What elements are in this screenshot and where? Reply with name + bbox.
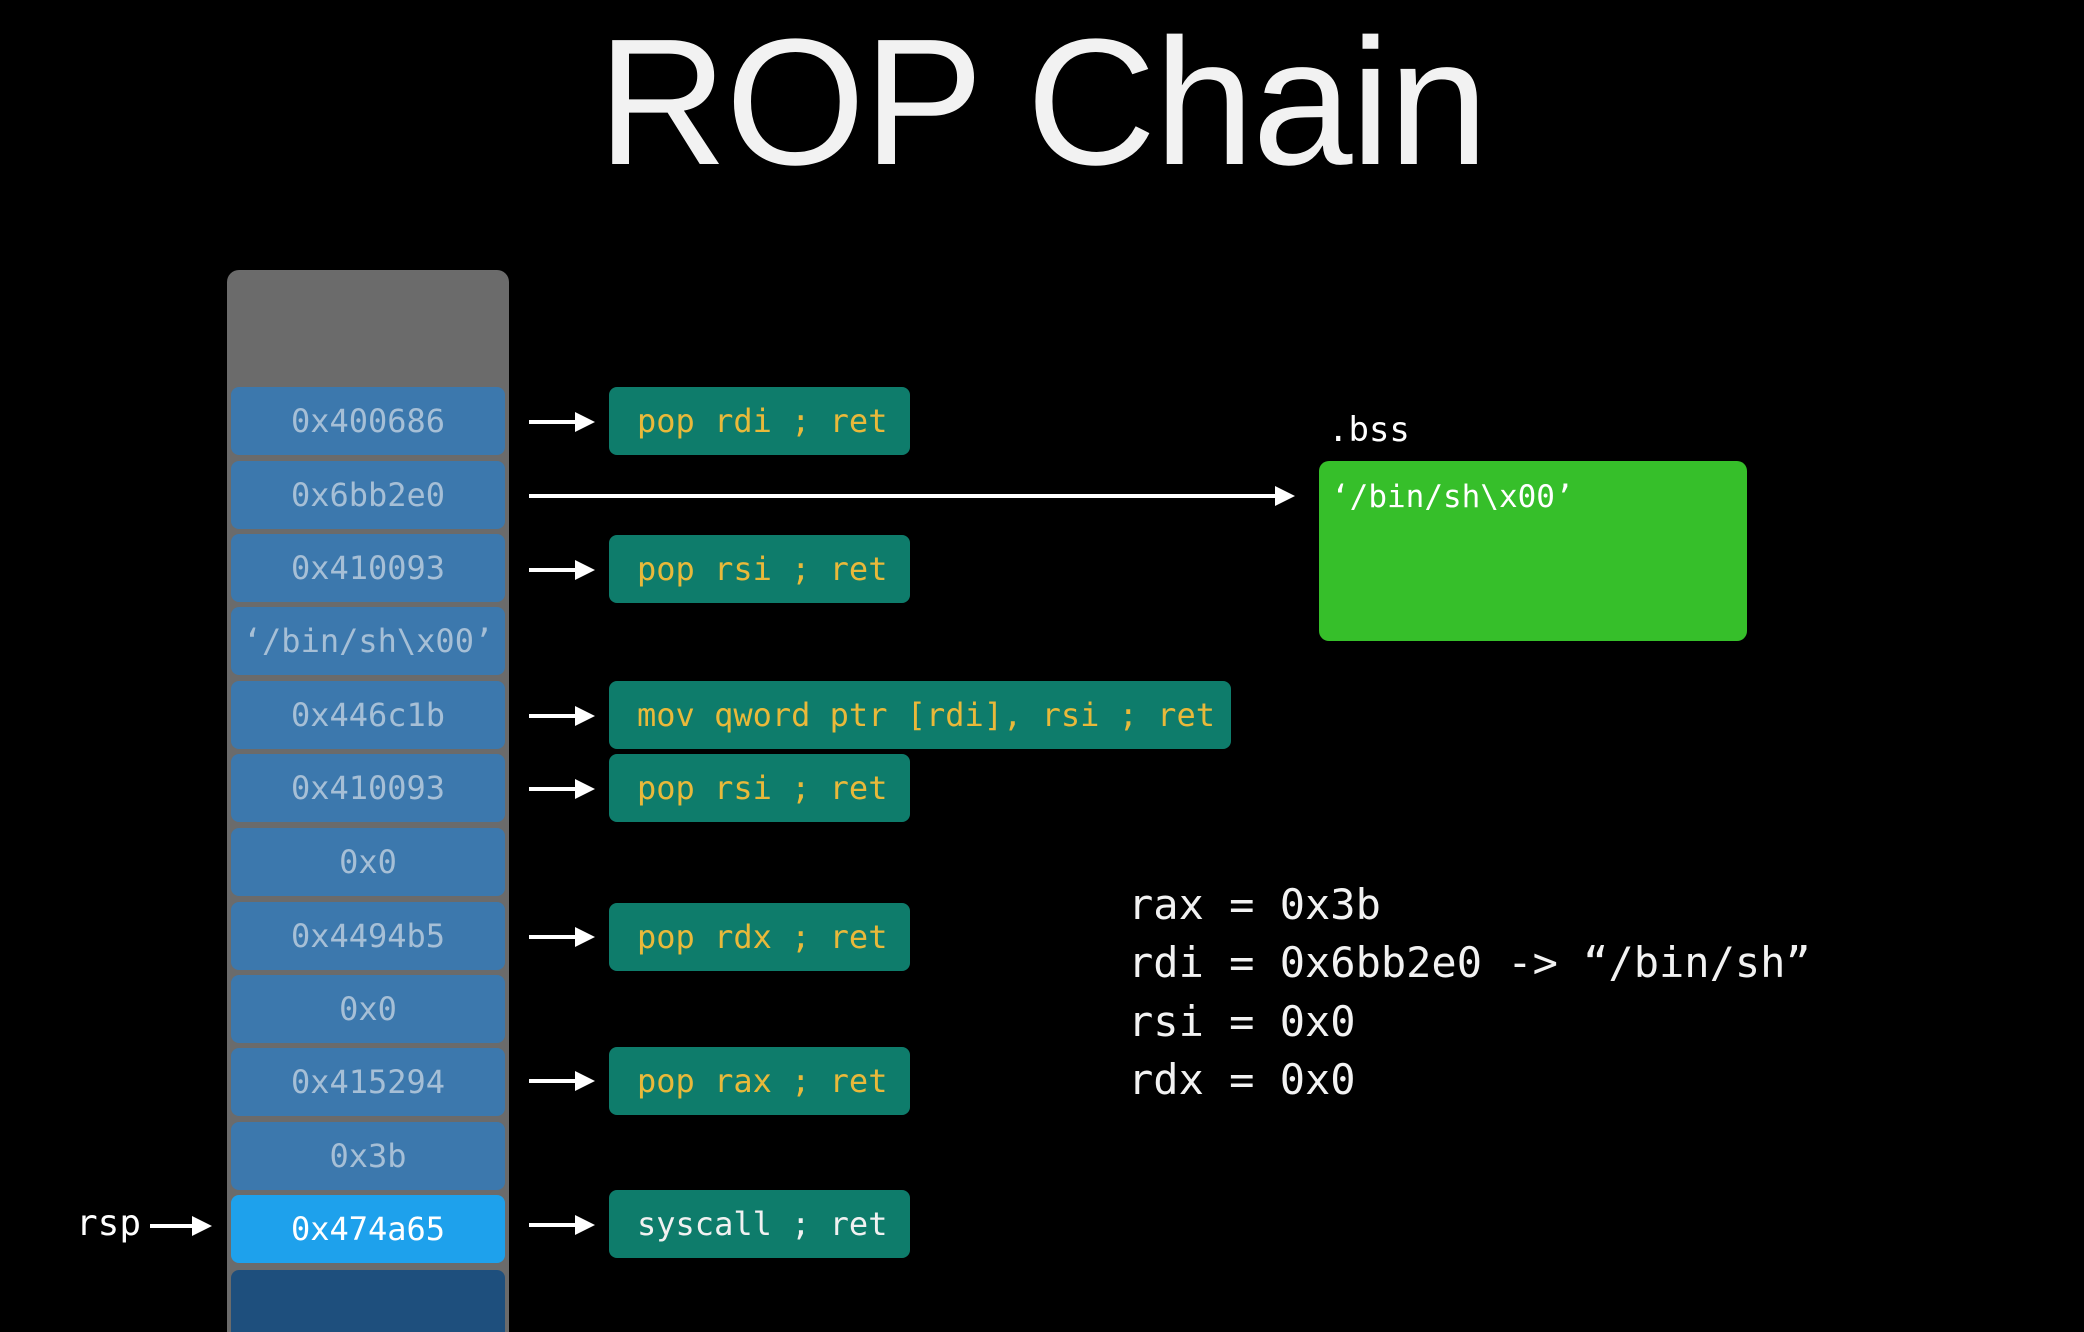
gadget-box: pop rdx ; ret: [609, 903, 910, 971]
stack-cell: 0x415294: [231, 1048, 505, 1116]
stack-cell: 0x3b: [231, 1122, 505, 1190]
bss-label: .bss: [1328, 410, 1410, 450]
stack-cell: 0x0: [231, 828, 505, 896]
gadget-box: pop rax ; ret: [609, 1047, 910, 1115]
stack-cell: 0x400686: [231, 387, 505, 455]
arrow-right-icon: [529, 706, 595, 726]
stack-column: 0x400686 0x6bb2e0 0x410093 ‘/bin/sh\x00’…: [227, 270, 509, 1332]
arrow-right-icon: [529, 412, 595, 432]
bss-content: ‘/bin/sh\x00’: [1331, 479, 1574, 515]
register-line: rax = 0x3b: [1128, 880, 1381, 929]
gadget-box: mov qword ptr [rdi], rsi ; ret: [609, 681, 1231, 749]
stack-cell: 0x410093: [231, 754, 505, 822]
page-title: ROP Chain: [597, 2, 1488, 203]
bss-memory-box: ‘/bin/sh\x00’: [1319, 461, 1747, 641]
register-line: rdx = 0x0: [1128, 1055, 1356, 1104]
stack-cell-rsp: 0x474a65: [231, 1195, 505, 1263]
rsp-arrow-icon: [150, 1216, 212, 1236]
stack-cell: 0x6bb2e0: [231, 461, 505, 529]
stack-bottom-cell: [231, 1270, 505, 1332]
arrow-to-bss-icon: [529, 486, 1295, 506]
stack-cell: ‘/bin/sh\x00’: [231, 607, 505, 675]
arrow-right-icon: [529, 560, 595, 580]
arrow-right-icon: [529, 1215, 595, 1235]
gadget-box-syscall: syscall ; ret: [609, 1190, 910, 1258]
gadget-box: pop rsi ; ret: [609, 535, 910, 603]
stack-cell: 0x0: [231, 975, 505, 1043]
arrow-right-icon: [529, 927, 595, 947]
stack-cell: 0x4494b5: [231, 902, 505, 970]
gadget-box: pop rdi ; ret: [609, 387, 910, 455]
rsp-label: rsp: [76, 1203, 142, 1244]
arrow-right-icon: [529, 779, 595, 799]
register-line: rsi = 0x0: [1128, 997, 1356, 1046]
register-line: rdi = 0x6bb2e0 -> “/bin/sh”: [1128, 938, 1811, 987]
arrow-right-icon: [529, 1071, 595, 1091]
gadget-box: pop rsi ; ret: [609, 754, 910, 822]
stack-cell: 0x446c1b: [231, 681, 505, 749]
stack-cell: 0x410093: [231, 534, 505, 602]
